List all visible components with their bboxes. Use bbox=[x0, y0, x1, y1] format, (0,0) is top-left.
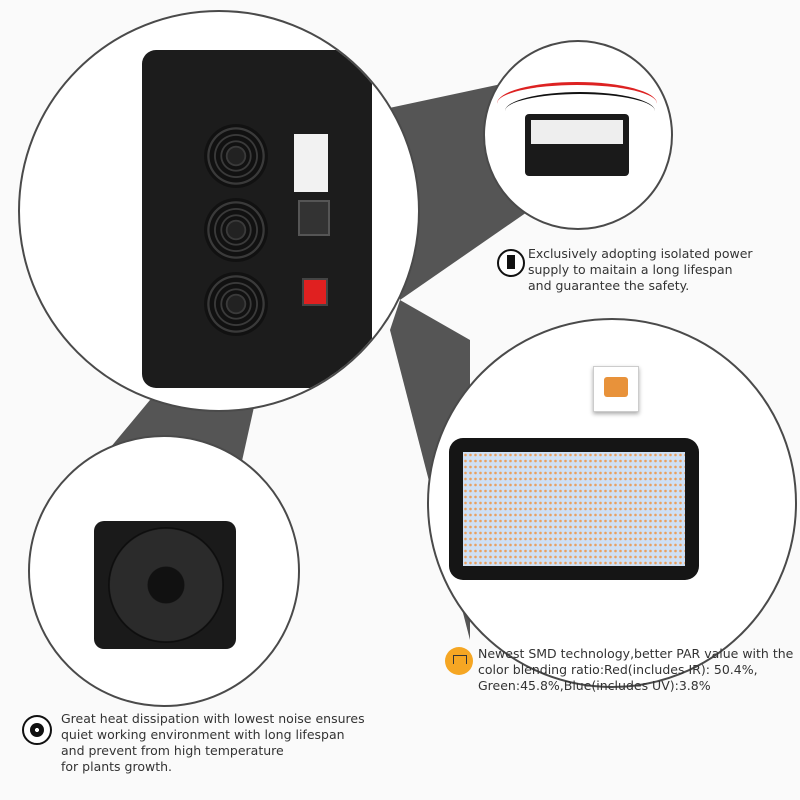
black-wire bbox=[505, 92, 655, 130]
power-supply-caption: Exclusively adopting isolated power supp… bbox=[528, 246, 753, 294]
light-back-panel bbox=[142, 50, 372, 388]
cooling-fan-2 bbox=[204, 198, 268, 262]
smd-technology-caption: Newest SMD technology,better PAR value w… bbox=[478, 646, 793, 694]
power-plug-icon bbox=[497, 249, 525, 277]
red-wire bbox=[497, 82, 657, 125]
power-switch bbox=[302, 278, 328, 306]
fan-icon bbox=[22, 715, 52, 745]
smd-chip bbox=[593, 366, 639, 412]
led-grid bbox=[463, 452, 685, 566]
caption-line: Great heat dissipation with lowest noise… bbox=[61, 711, 365, 726]
led-panel-circle bbox=[427, 318, 797, 688]
caption-line: Newest SMD technology,better PAR value w… bbox=[478, 646, 794, 661]
caption-line: and guarantee the safety. bbox=[528, 278, 690, 293]
caption-line: for plants growth. bbox=[61, 759, 173, 774]
lamp-icon bbox=[445, 647, 473, 675]
heat-dissipation-caption: Great heat dissipation with lowest noise… bbox=[61, 711, 365, 775]
fan-circle bbox=[28, 435, 300, 707]
fan-frame bbox=[94, 521, 236, 649]
product-label bbox=[294, 134, 328, 192]
cooling-fan-1 bbox=[204, 124, 268, 188]
driver-circle bbox=[483, 40, 673, 230]
caption-line: Green:45.8%,Blue(includes UV):3.8% bbox=[478, 678, 711, 693]
caption-line: supply to maitain a long lifespan bbox=[528, 262, 733, 277]
caption-line: quiet working environment with long life… bbox=[61, 727, 345, 742]
power-socket bbox=[298, 200, 330, 236]
caption-line: Exclusively adopting isolated power bbox=[528, 246, 753, 261]
caption-line: color blending ratio:Red(includes IR): 5… bbox=[478, 662, 758, 677]
caption-line: and prevent from high temperature bbox=[61, 743, 284, 758]
main-product-circle bbox=[18, 10, 420, 412]
cooling-fan-3 bbox=[204, 272, 268, 336]
led-panel bbox=[449, 438, 699, 580]
fan-blades bbox=[108, 527, 224, 643]
